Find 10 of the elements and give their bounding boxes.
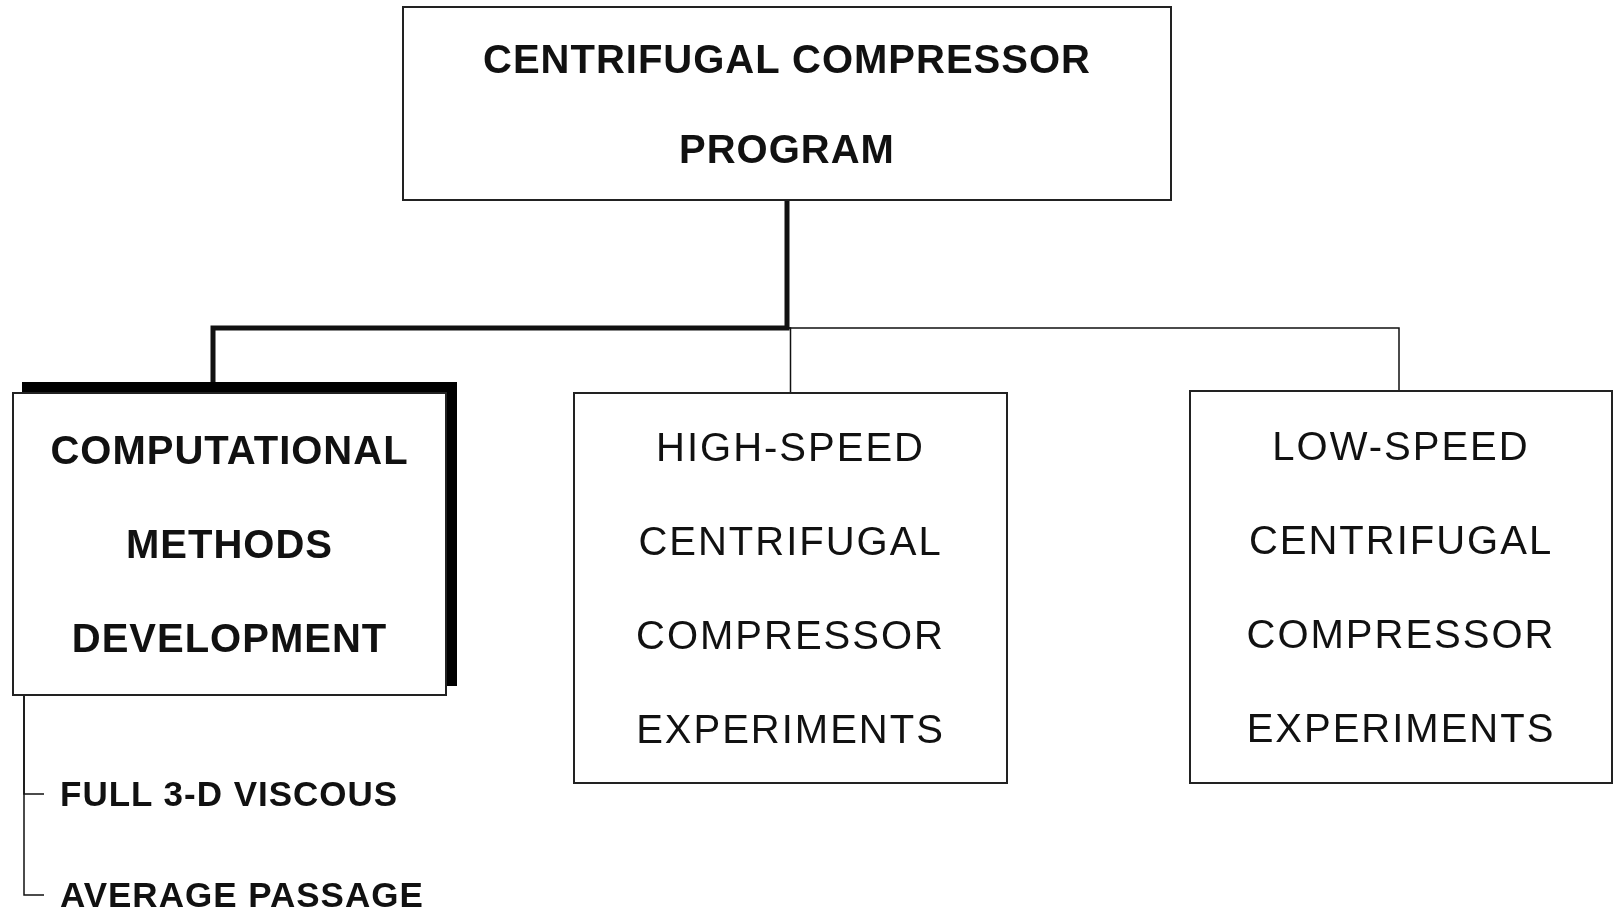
program-box — [573, 392, 1008, 784]
connector-line — [23, 695, 45, 896]
box-label: LOW-SPEED CENTRIFUGAL COMPRESSOR EXPERIMENTS — [1245, 423, 1557, 752]
box-label: COMPUTATIONAL METHODS DEVELOPMENT — [49, 427, 410, 662]
program-box — [402, 6, 1172, 201]
box-label: CENTRIFUGAL COMPRESSOR PROGRAM — [482, 35, 1092, 173]
box-label: HIGH-SPEED CENTRIFUGAL COMPRESSOR EXPERIMENTS — [635, 424, 946, 753]
sub-item-label: FULL 3-D VISCOUS — [60, 774, 399, 814]
program-box — [1189, 390, 1613, 784]
sub-item-label: AVERAGE PASSAGE — [60, 875, 424, 914]
